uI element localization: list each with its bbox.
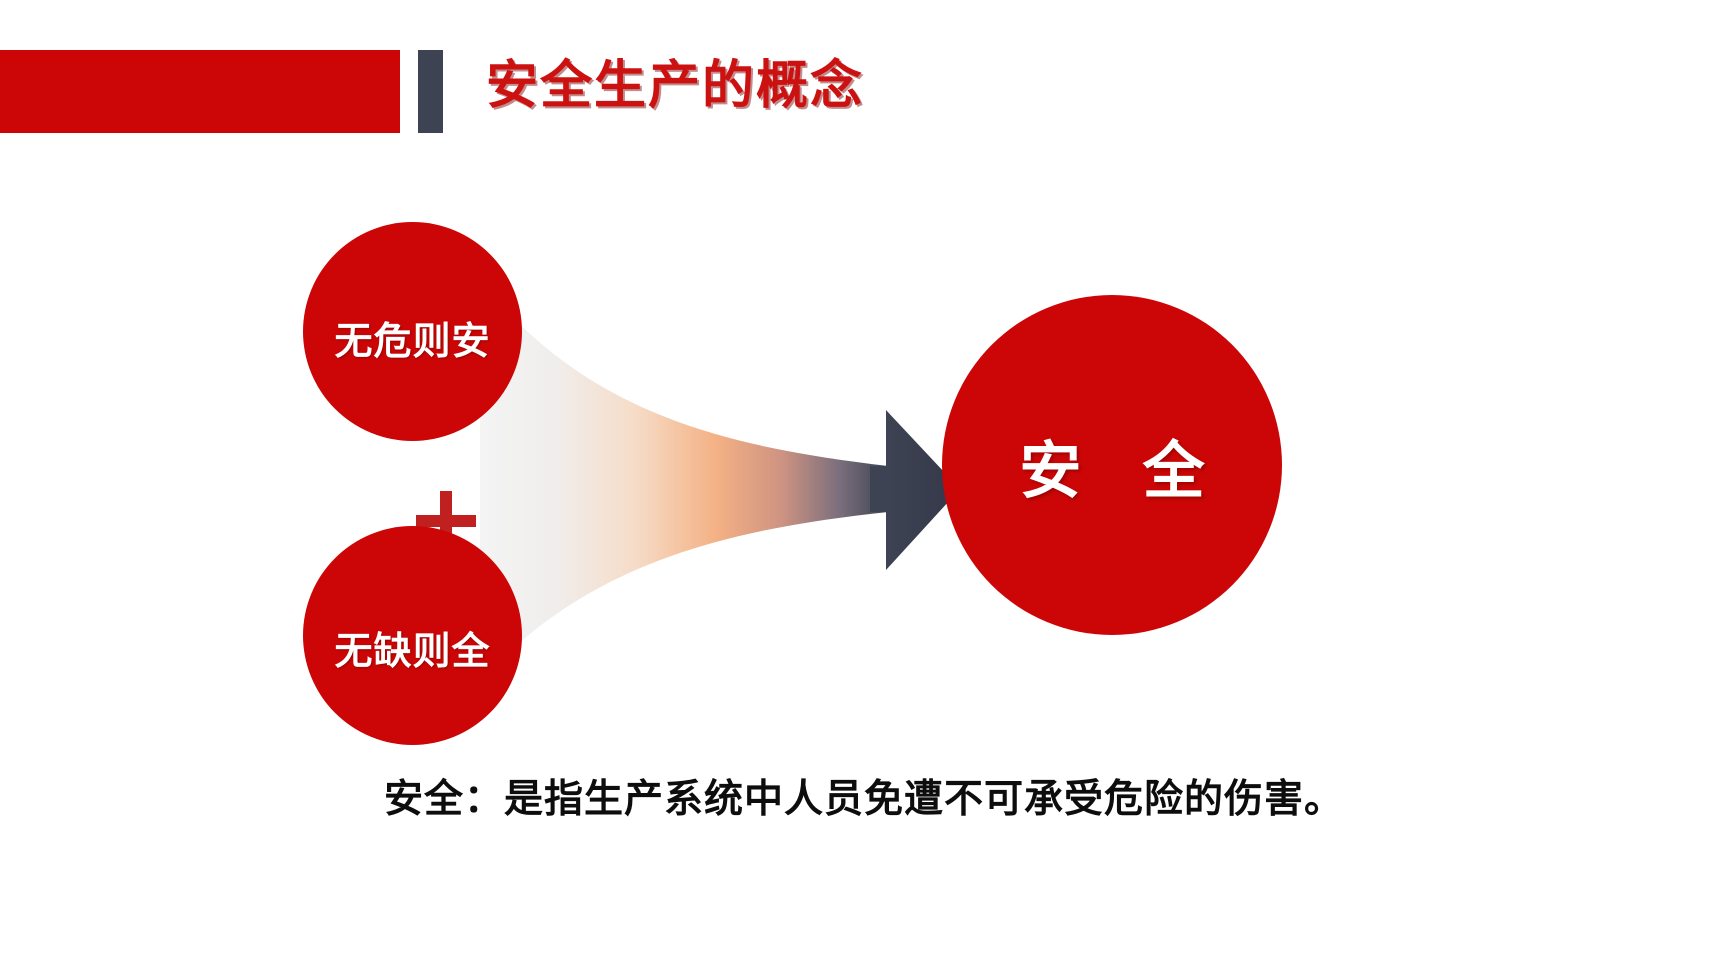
result-bubble-label: 安 全 [1019, 437, 1227, 506]
header-red-band [0, 50, 400, 133]
header-slate-tick [418, 50, 443, 133]
input-bubble-2-label: 无缺则全 [334, 631, 491, 673]
funnel-arrow-graphic [440, 270, 980, 690]
input-bubble-1-label: 无危则安 [334, 321, 491, 363]
result-bubble: 安 全 [942, 295, 1282, 635]
input-bubble-1: 无危则安 [303, 222, 522, 441]
input-bubble-2: 无缺则全 [303, 526, 522, 745]
caption-text: 安全：是指生产系统中人员免遭不可承受危险的伤害。 [383, 778, 1344, 821]
page-title: 安全生产的概念 [486, 57, 865, 115]
